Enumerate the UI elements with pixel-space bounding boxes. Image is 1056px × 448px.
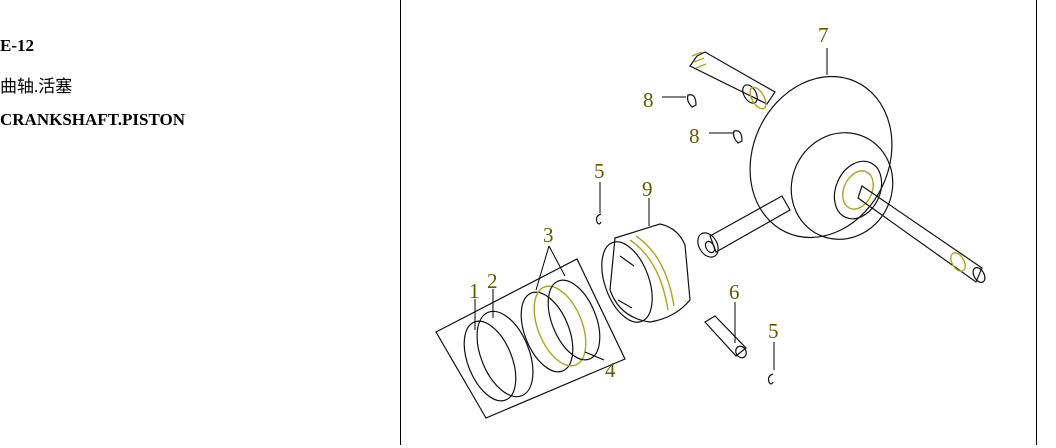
callout-3: 3 xyxy=(543,223,554,247)
callout-5-lower: 5 xyxy=(768,319,779,343)
callout-8-lower: 8 xyxy=(689,124,700,148)
piston-pin xyxy=(704,315,747,359)
piston-pin-clip-upper xyxy=(595,213,602,225)
callout-9: 9 xyxy=(642,177,653,201)
callout-5-upper: 5 xyxy=(594,159,605,183)
woodruff-key-lower xyxy=(732,130,743,144)
callout-6: 6 xyxy=(729,280,740,304)
frame-divider-right xyxy=(1036,0,1037,445)
piston xyxy=(601,223,691,323)
leader-lines xyxy=(474,48,828,370)
callout-2: 2 xyxy=(487,269,498,293)
callout-7: 7 xyxy=(818,23,829,47)
callout-8-upper: 8 xyxy=(643,88,654,112)
callout-1: 1 xyxy=(469,279,480,303)
piston-pin-clip-lower xyxy=(767,373,774,385)
diagram-title-english: CRANKSHAFT.PISTON xyxy=(0,110,185,129)
diagram-title-chinese: 曲轴.活塞 xyxy=(0,77,73,96)
diagram-code: E-12 xyxy=(0,36,34,55)
frame-divider-left xyxy=(400,0,401,445)
crankshaft-assembly xyxy=(689,51,986,283)
callout-4: 4 xyxy=(605,358,616,382)
piston-ring-set xyxy=(435,258,626,419)
woodruff-key-upper xyxy=(686,94,697,108)
